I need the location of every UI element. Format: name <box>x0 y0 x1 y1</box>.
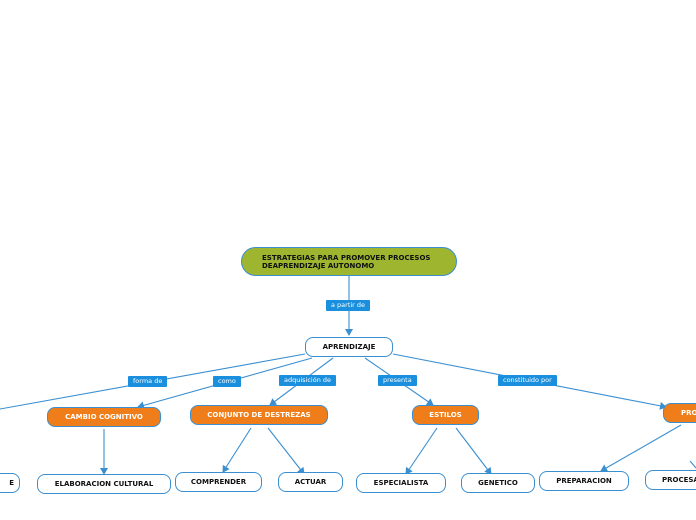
center-node-label: APRENDIZAJE <box>322 343 376 351</box>
root-node[interactable]: ESTRATEGIAS PARA PROMOVER PROCESOS DEAPR… <box>241 247 457 276</box>
node-conjunto-de-destrezas-label: CONJUNTO DE DESTREZAS <box>207 411 311 419</box>
node-actuar-label: ACTUAR <box>294 478 327 486</box>
node-procesa-partial-label: PROCESA <box>662 476 696 484</box>
node-procesa-partial[interactable]: PROCESA <box>645 470 696 490</box>
node-elaboracion-cultural-label: ELABORACION CULTURAL <box>54 480 154 488</box>
line-conjunto-to-actuar <box>267 427 305 475</box>
link-label-a-partir-de[interactable]: a partir de <box>326 300 371 311</box>
line-estilos-to-genetico <box>455 427 492 475</box>
node-cambio-cognitivo-label: CAMBIO COGNITIVO <box>65 413 143 421</box>
node-pro-partial[interactable]: PRO <box>663 403 696 423</box>
link-label-forma-de[interactable]: forma de <box>128 376 168 387</box>
node-left-partial[interactable]: E <box>0 473 20 493</box>
node-genetico[interactable]: GENETICO <box>461 473 535 493</box>
center-node[interactable]: APRENDIZAJE <box>305 337 393 357</box>
link-label-presenta[interactable]: presenta <box>378 375 417 386</box>
line-estilos-to-especialista <box>405 427 438 475</box>
node-especialista-label: ESPECIALISTA <box>373 479 429 487</box>
link-label-como[interactable]: como <box>213 376 241 387</box>
node-conjunto-de-destrezas[interactable]: CONJUNTO DE DESTREZAS <box>190 405 328 425</box>
root-node-label: ESTRATEGIAS PARA PROMOVER PROCESOS DEAPR… <box>262 253 431 270</box>
node-estilos-label: ESTILOS <box>429 411 462 419</box>
node-comprender-label: COMPRENDER <box>190 478 247 486</box>
link-label-constituido-por[interactable]: constituido por <box>498 375 557 386</box>
line-pro-to-procesa <box>689 460 696 469</box>
node-preparacion[interactable]: PREPARACION <box>539 471 629 491</box>
link-label-adquisicion-de[interactable]: adquisición de <box>279 375 337 386</box>
node-estilos[interactable]: ESTILOS <box>412 405 479 425</box>
node-actuar[interactable]: ACTUAR <box>278 472 343 492</box>
line-pro-to-preparacion <box>600 424 682 472</box>
node-pro-partial-label: PRO <box>681 409 696 417</box>
node-cambio-cognitivo[interactable]: CAMBIO COGNITIVO <box>47 407 161 427</box>
node-comprender[interactable]: COMPRENDER <box>175 472 262 492</box>
node-especialista[interactable]: ESPECIALISTA <box>356 473 446 493</box>
line-conjunto-to-comprender <box>222 427 252 473</box>
node-elaboracion-cultural[interactable]: ELABORACION CULTURAL <box>37 474 171 494</box>
node-genetico-label: GENETICO <box>478 479 518 487</box>
node-preparacion-label: PREPARACION <box>556 477 612 485</box>
node-left-partial-label: E <box>9 479 14 487</box>
